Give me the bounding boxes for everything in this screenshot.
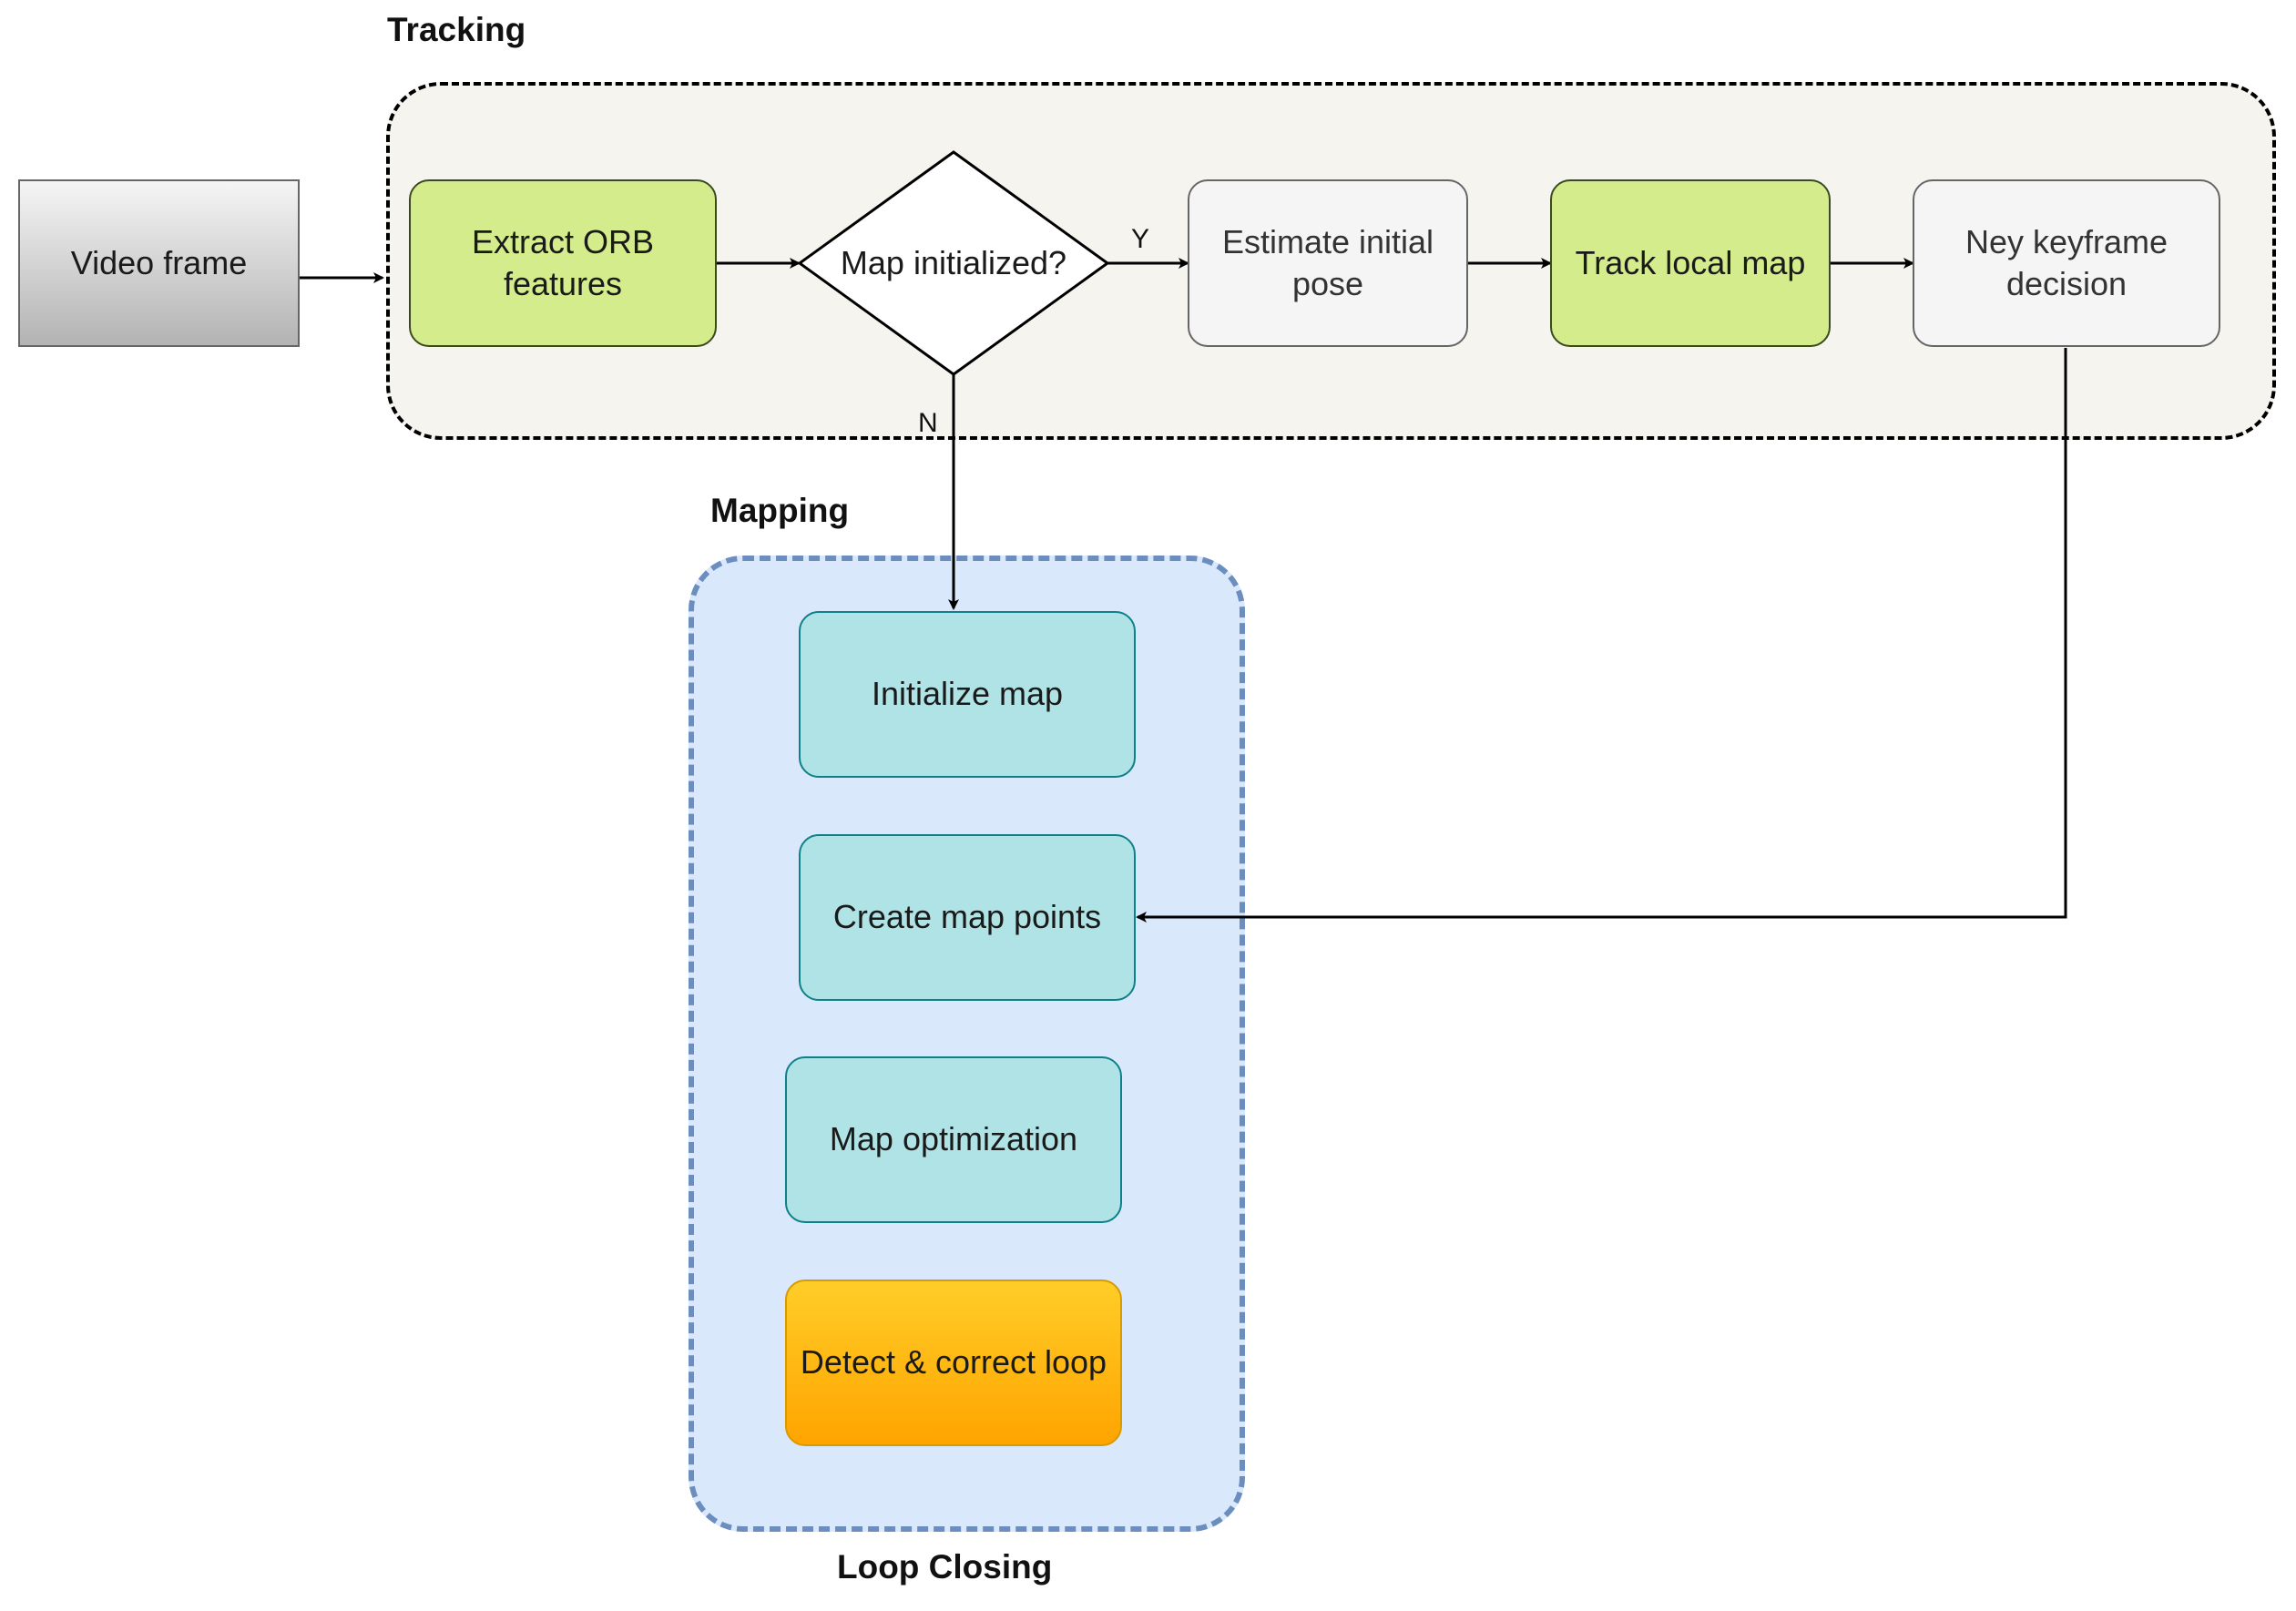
map-initialized-decision-label: Map initialized? (840, 244, 1067, 281)
estimate-pose-node: Estimate initial pose (1188, 179, 1468, 347)
keyframe-decision-node: Ney keyframe decision (1913, 179, 2220, 347)
tracking-group-label: Tracking (387, 11, 526, 48)
edge-keyframe-to-create-points (1136, 348, 2067, 923)
edge-label-no: N (918, 408, 938, 438)
initialize-map-node: Initialize map (799, 611, 1136, 778)
extract-orb-node: Extract ORB features (409, 179, 717, 347)
decision-diamond (797, 150, 1110, 376)
video-frame-node: Video frame (18, 179, 300, 347)
detect-correct-loop-node: Detect & correct loop (785, 1280, 1122, 1446)
loop-closing-group-label: Loop Closing (837, 1548, 1053, 1586)
map-optimization-node: Map optimization (785, 1056, 1122, 1223)
create-map-points-node: Create map points (799, 834, 1136, 1001)
mapping-group-label: Mapping (710, 492, 850, 529)
edge-label-yes: Y (1131, 224, 1150, 254)
track-local-map-node: Track local map (1550, 179, 1831, 347)
